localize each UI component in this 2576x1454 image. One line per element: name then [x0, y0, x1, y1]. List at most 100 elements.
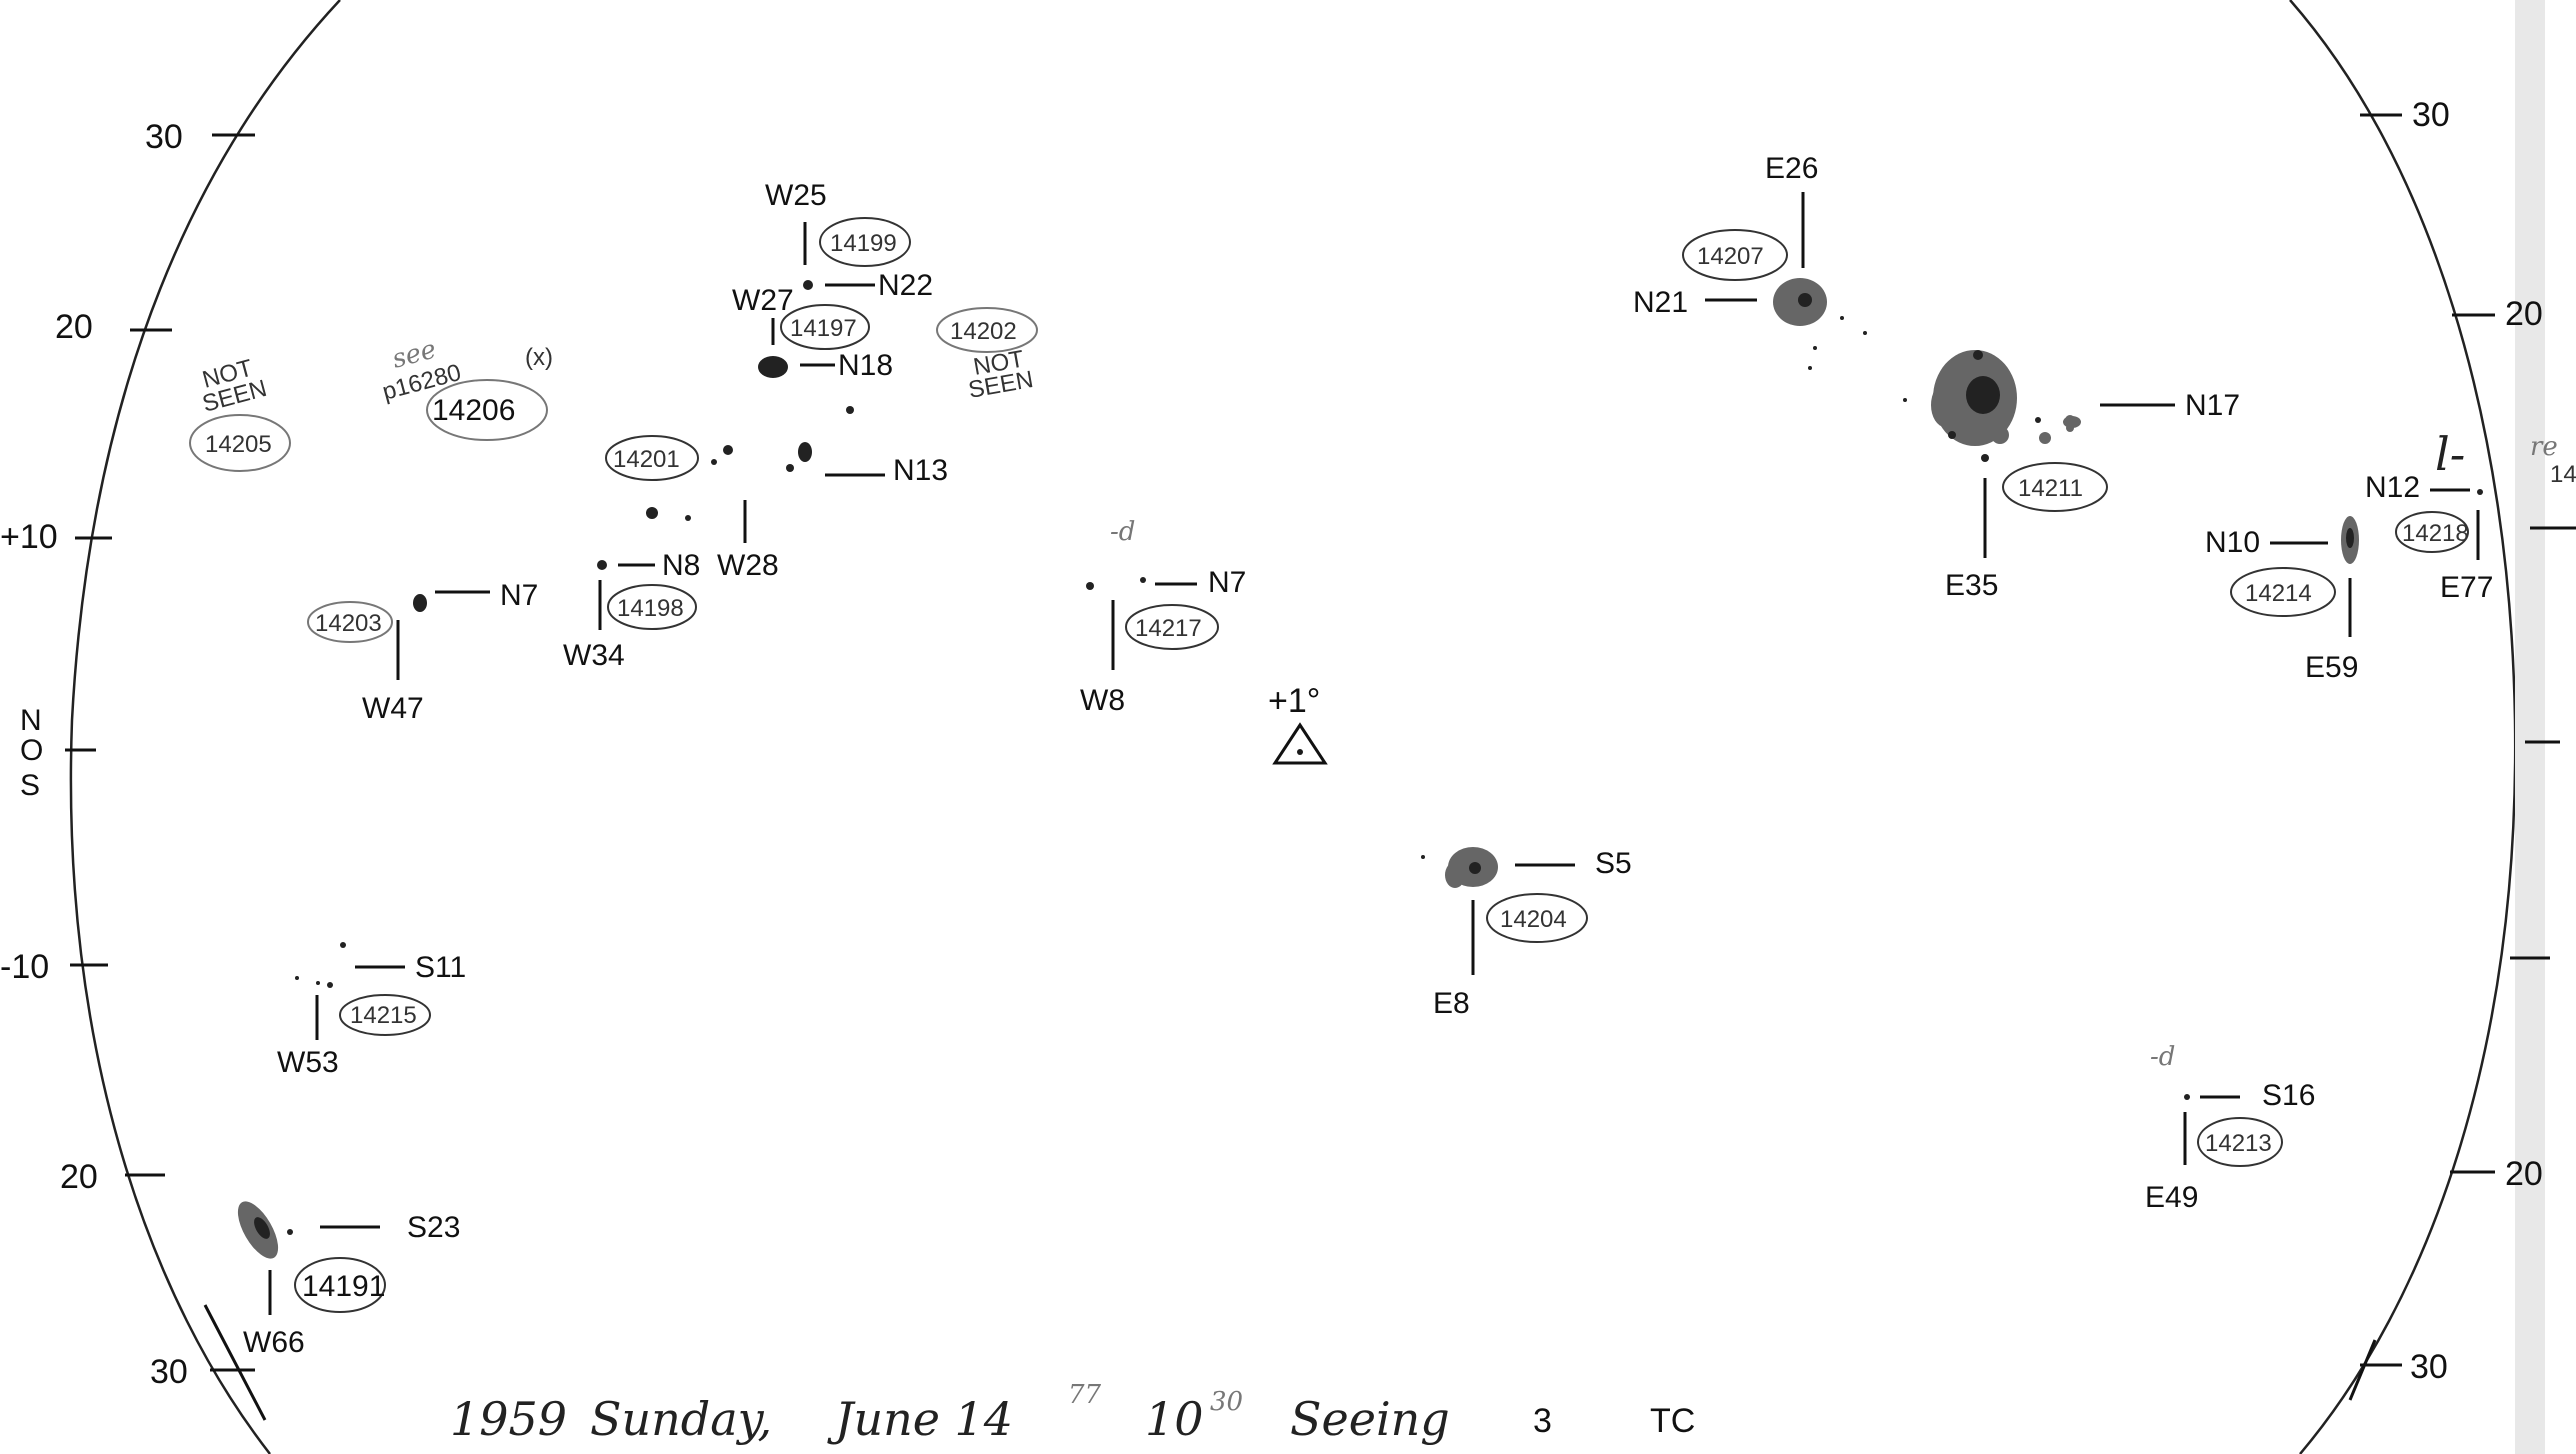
spot-n22	[803, 280, 813, 290]
spot-w47-n7	[413, 594, 427, 612]
see-note-3: (x)	[525, 344, 553, 371]
spot-e35-small-i	[1903, 398, 1907, 402]
left-label-30: 30	[145, 118, 183, 156]
region-lat-s5: S5	[1595, 847, 1632, 880]
region-lon-w47: W47	[362, 692, 424, 725]
right-label-20: 20	[2505, 295, 2543, 333]
region-lat-w8-n7: N7	[1208, 566, 1246, 599]
right-label-s20: 20	[2505, 1155, 2543, 1193]
region-oval-14215	[339, 994, 431, 1036]
region-id-14211: 14211	[2018, 475, 2083, 502]
left-label-plus10: +10	[0, 518, 58, 556]
spot-trail-b	[1863, 331, 1867, 335]
spot-e35-small-a	[1991, 426, 2009, 444]
spot-e35-small-f	[2035, 417, 2041, 423]
right-label-30: 30	[2412, 96, 2450, 134]
footer-time: 10	[1145, 1392, 1204, 1446]
region-lon-e59: E59	[2305, 651, 2358, 684]
disk-outline-right	[2289, 0, 2517, 1454]
left-label-20: 20	[55, 308, 93, 346]
spot-e35-umbra	[1966, 376, 2000, 414]
spot-e35-penumbra-b	[1931, 383, 1959, 427]
region-oval-14202	[936, 307, 1038, 353]
spot-e35-small-g	[1948, 431, 1956, 439]
region-lon-e77: E77	[2440, 571, 2493, 604]
region-lon-w28: W28	[717, 549, 779, 582]
right-label-s30: 30	[2410, 1348, 2448, 1386]
region-oval-14205	[189, 414, 291, 472]
spot-e26-umbra	[1798, 293, 1812, 307]
footer-date: June 14	[827, 1392, 1013, 1446]
region-id-14217: 14217	[1135, 615, 1202, 642]
region-oval-14203	[307, 601, 393, 643]
spot-w66-small	[287, 1229, 293, 1235]
region-id-14199: 14199	[830, 230, 897, 257]
spot-w53-a	[340, 942, 346, 948]
spot-small-f	[685, 515, 691, 521]
region-lat-n22: N22	[878, 269, 933, 302]
spot-e35-small-h	[1973, 350, 1983, 360]
spot-w66-umbra	[254, 1217, 270, 1239]
region-lon-w27: W27	[732, 284, 794, 317]
spot-e8-small	[1421, 855, 1425, 859]
region-id-14218: 14218	[2402, 520, 2469, 547]
spot-e35-small-b	[2039, 432, 2051, 444]
spot-small-d	[786, 464, 794, 472]
ns-letter-o: O	[20, 734, 43, 767]
spot-w8-a	[1086, 582, 1094, 590]
region-lat-n8: N8	[662, 549, 700, 582]
spot-n12	[2477, 489, 2483, 495]
spot-w53-b	[295, 976, 299, 980]
margin-mark-d-1: -d	[1110, 517, 1135, 547]
spot-trail-c	[1813, 346, 1817, 350]
footer-seeing-value: 3	[1533, 1402, 1552, 1440]
spot-w8-b	[1140, 577, 1146, 583]
disk-outline-left	[69, 0, 341, 1454]
spot-n10-umbra	[2346, 528, 2354, 548]
footer-date-sup: 77	[1068, 1380, 1102, 1410]
margin-mark-14: 14	[2550, 461, 2576, 488]
region-lon-w8: W8	[1080, 684, 1125, 717]
region-lat-n21: N21	[1633, 286, 1688, 319]
region-oval-14199	[819, 217, 911, 267]
region-lat-s11: S11	[415, 951, 466, 984]
region-lat-w47-n7: N7	[500, 579, 538, 612]
ns-letter-s: S	[20, 769, 40, 802]
footer-seeing: Seeing	[1290, 1392, 1450, 1446]
region-oval-14207	[1682, 229, 1788, 281]
region-oval-14198	[607, 584, 697, 630]
region-oval-14197	[780, 304, 870, 350]
spot-trail-d	[1808, 366, 1812, 370]
footer-year: 1959	[450, 1392, 567, 1446]
region-id-14207: 14207	[1697, 243, 1764, 270]
footer-time-sup: 30	[1210, 1387, 1243, 1417]
footer-observer: TC	[1650, 1402, 1695, 1440]
region-lat-n17: N17	[2185, 389, 2240, 422]
margin-mark-l: l-	[2435, 427, 2465, 481]
region-lat-n13: N13	[893, 454, 948, 487]
spot-s16	[2184, 1094, 2190, 1100]
spot-n18	[758, 356, 788, 378]
region-id-14201: 14201	[613, 446, 680, 473]
region-oval-14213	[2197, 1117, 2283, 1167]
region-lon-e8: E8	[1433, 987, 1470, 1020]
region-lat-s23: S23	[407, 1211, 460, 1244]
spot-small-c	[711, 459, 717, 465]
center-dot	[1297, 749, 1303, 755]
region-oval-14191	[294, 1257, 386, 1313]
spot-small-b	[723, 445, 733, 455]
region-lon-w34: W34	[563, 639, 625, 672]
region-oval-14204	[1486, 893, 1588, 943]
center-triangle-icon	[1272, 722, 1328, 765]
region-oval-14201	[605, 435, 699, 481]
region-id-14203: 14203	[315, 610, 382, 637]
region-id-14197: 14197	[790, 315, 857, 342]
region-lon-w53: W53	[277, 1046, 339, 1079]
region-id-14213: 14213	[2205, 1130, 2272, 1157]
region-id-14206: 14206	[432, 394, 515, 427]
ns-letter-n: N	[20, 704, 42, 737]
spot-small-a	[846, 406, 854, 414]
region-oval-14214	[2230, 567, 2336, 617]
margin-mark-re: re	[2530, 432, 2558, 462]
spot-e8-umbra	[1469, 862, 1481, 874]
